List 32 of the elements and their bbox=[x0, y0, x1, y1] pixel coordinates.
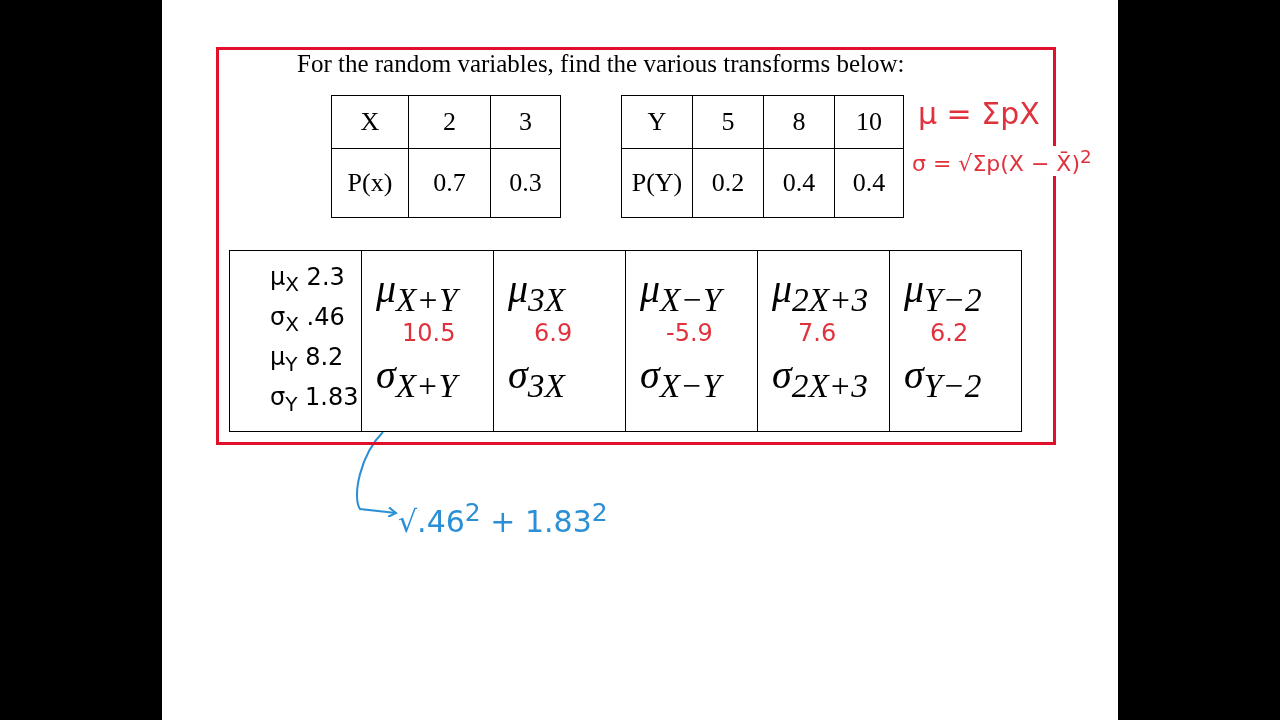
handwritten-answer: -5.9 bbox=[666, 319, 714, 349]
math-symbol: μ$_{Y−2}$ bbox=[904, 265, 983, 320]
arrow bbox=[356, 431, 397, 519]
math-symbol: μ$_{3X}$ bbox=[508, 265, 567, 320]
math-symbol: μ$_{X−Y}$ bbox=[640, 265, 758, 321]
table-cell bbox=[361, 250, 494, 432]
math-symbol: σ$_{X−Y}$ bbox=[640, 351, 725, 406]
handwritten-answer: 6.9 bbox=[534, 319, 574, 349]
table-cell: P(Y) bbox=[621, 148, 693, 218]
math-symbol: μ$_{X+Y}$ bbox=[376, 265, 494, 321]
math-symbol: σ$_{3X}$ bbox=[508, 351, 567, 406]
table-cell: P(x) bbox=[331, 148, 409, 218]
math-symbol: σ$_{Y−2}$ bbox=[904, 351, 983, 406]
worksheet-title: For the random variables, find the various transforms below: bbox=[297, 50, 906, 79]
handwritten-expression: √.46$^{2}$ + 1.83$^{2}$ bbox=[398, 497, 608, 539]
handwritten-answer: 7.6 bbox=[798, 319, 838, 349]
math-symbol: σ$_{X+Y}$ bbox=[376, 351, 461, 406]
handwritten-formula: σ = √Σp(X − X̄)$^{2}$ bbox=[912, 146, 1092, 177]
handwritten-value: μ$_{Y}$ 8.2 bbox=[270, 343, 345, 378]
table-cell: Y bbox=[621, 95, 693, 149]
math-symbol: μ$_{2X+3}$ bbox=[772, 265, 870, 320]
math-symbol: σ$_{2X+3}$ bbox=[772, 351, 869, 406]
handwritten-answer: 10.5 bbox=[402, 319, 457, 349]
handwritten-value: μ$_{X}$ 2.3 bbox=[270, 263, 346, 298]
handwritten-value: σ$_{X}$ .46 bbox=[270, 303, 346, 338]
table-cell: X bbox=[331, 95, 409, 149]
handwritten-answer: 6.2 bbox=[930, 319, 970, 349]
table-cell: 0.4 bbox=[834, 148, 904, 218]
table-cell: 10 bbox=[834, 95, 904, 149]
handwritten-value: σ$_{Y}$ 1.83 bbox=[270, 383, 360, 418]
table-cell: 0.3 bbox=[490, 148, 561, 218]
table-cell: 3 bbox=[490, 95, 561, 149]
